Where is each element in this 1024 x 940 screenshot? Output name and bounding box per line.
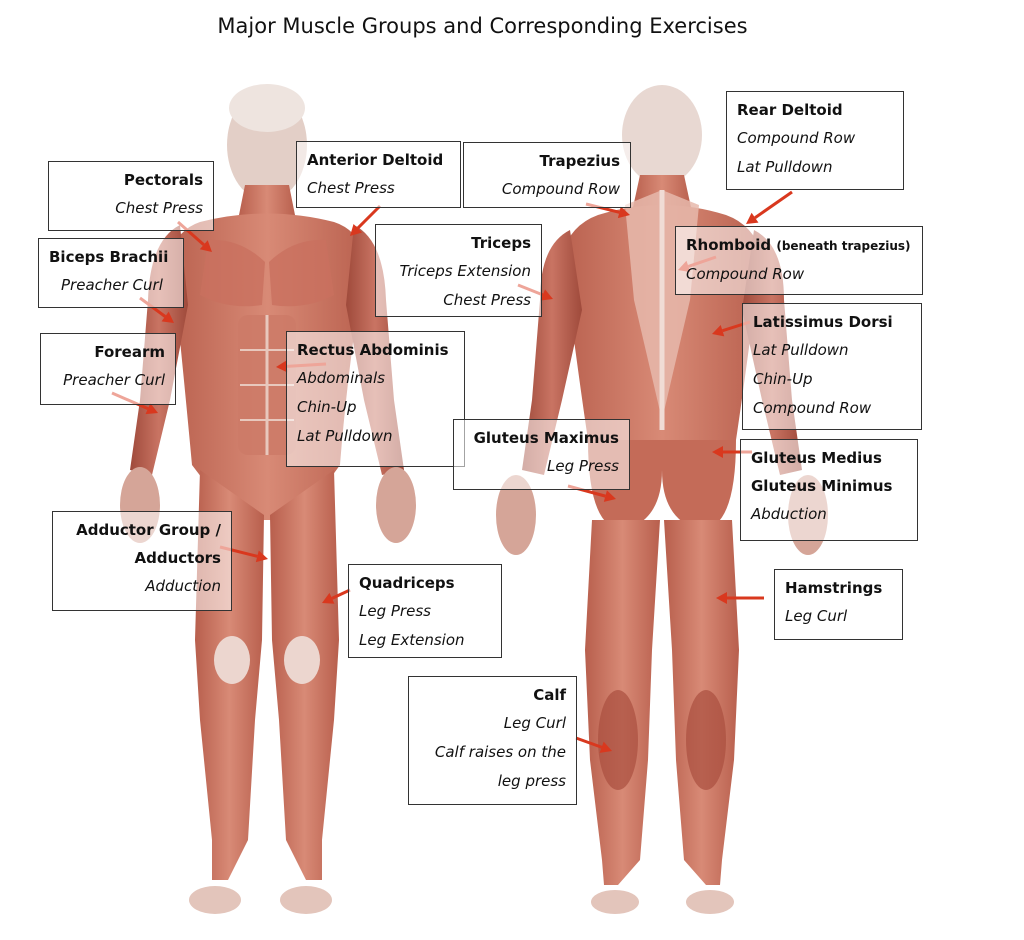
label-name: Rear Deltoid	[737, 101, 843, 119]
label-latissimus: Latissimus Dorsi Lat Pulldown Chin-Up Co…	[742, 303, 922, 430]
page-title: Major Muscle Groups and Corresponding Ex…	[217, 14, 748, 38]
label-name-line: Gluteus Minimus	[751, 477, 893, 495]
label-exercise: Chin-Up	[297, 398, 357, 416]
label-exercise: Chest Press	[443, 291, 531, 309]
label-name: Calf	[533, 686, 566, 704]
label-biceps: Biceps Brachii Preacher Curl	[38, 238, 184, 308]
arrow-rear-deltoid	[746, 190, 793, 224]
arrow-hamstrings	[716, 592, 764, 604]
back-left-arm	[522, 230, 582, 475]
label-name: Gluteus Maximus	[473, 429, 619, 447]
label-exercise: Leg Curl	[785, 607, 848, 625]
label-exercise: Lat Pulldown	[297, 427, 393, 445]
label-exercise: Compound Row	[686, 265, 805, 283]
label-exercise: Preacher Curl	[61, 276, 163, 294]
label-note: (beneath trapezius)	[776, 239, 911, 253]
label-name: Trapezius	[539, 152, 621, 170]
front-neck	[238, 185, 296, 220]
label-name: Rectus Abdominis	[297, 341, 449, 359]
label-pectorals: Pectorals Chest Press	[48, 161, 214, 231]
label-name-row: Rhomboid (beneath trapezius)	[686, 231, 918, 260]
back-head	[622, 85, 702, 185]
front-right-hand	[376, 467, 416, 543]
back-left-hand	[496, 475, 536, 555]
label-exercise: Lat Pulldown	[753, 341, 849, 359]
label-exercise: Leg Extension	[359, 631, 465, 649]
label-exercise: Abduction	[751, 505, 827, 523]
label-name: Biceps Brachii	[49, 248, 169, 266]
label-calf: Calf Leg Curl Calf raises on the leg pre…	[408, 676, 577, 805]
front-left-foot	[189, 886, 241, 914]
arrow-calf	[575, 736, 612, 753]
label-name: Latissimus Dorsi	[753, 313, 893, 331]
front-right-foot	[280, 886, 332, 914]
label-exercise: Triceps Extension	[399, 262, 531, 280]
label-exercise: Leg Press	[547, 457, 619, 475]
label-name: Quadriceps	[359, 574, 455, 592]
label-name: Anterior Deltoid	[307, 151, 444, 169]
label-exercise: Leg Press	[359, 602, 431, 620]
label-exercise: leg press	[497, 772, 566, 790]
label-exercise: Leg Curl	[503, 714, 566, 732]
back-right-foot	[686, 890, 734, 914]
arrow-quadriceps	[322, 588, 351, 604]
arrow-anterior-deltoid	[350, 204, 382, 236]
label-name-line: Gluteus Medius	[751, 449, 882, 467]
label-gluteus-medius: Gluteus Medius Gluteus Minimus Abduction	[740, 439, 918, 541]
label-exercise: Preacher Curl	[63, 371, 165, 389]
label-exercise: Compound Row	[753, 399, 872, 417]
label-name: Rhomboid	[686, 236, 772, 254]
label-exercise: Compound Row	[501, 180, 620, 198]
label-name: Triceps	[471, 234, 531, 252]
label-adductor: Adductor Group / Adductors Adduction	[52, 511, 232, 611]
label-name: Pectorals	[123, 171, 203, 189]
label-exercise: Calf raises on the	[434, 743, 566, 761]
label-rhomboid: Rhomboid (beneath trapezius) Compound Ro…	[675, 226, 923, 295]
label-trapezius: Trapezius Compound Row	[463, 142, 631, 208]
label-name: Hamstrings	[785, 579, 883, 597]
label-name-line: Adductor Group /	[76, 521, 221, 539]
label-exercise: Chest Press	[115, 199, 203, 217]
back-left-foot	[591, 890, 639, 914]
label-rear-deltoid: Rear Deltoid Compound Row Lat Pulldown	[726, 91, 904, 190]
label-gluteus-maximus: Gluteus Maximus Leg Press	[453, 419, 630, 490]
label-name-line: Adductors	[134, 549, 221, 567]
label-anterior-deltoid: Anterior Deltoid Chest Press	[296, 141, 461, 208]
label-exercise: Adduction	[145, 577, 221, 595]
label-quadriceps: Quadriceps Leg Press Leg Extension	[348, 564, 502, 658]
label-exercise: Abdominals	[297, 369, 385, 387]
label-forearm: Forearm Preacher Curl	[40, 333, 176, 405]
label-triceps: Triceps Triceps Extension Chest Press	[375, 224, 542, 317]
label-rectus-abdominis: Rectus Abdominis Abdominals Chin-Up Lat …	[286, 331, 465, 467]
label-exercise: Chin-Up	[753, 370, 813, 388]
label-exercise: Compound Row	[737, 129, 856, 147]
label-hamstrings: Hamstrings Leg Curl	[774, 569, 903, 640]
label-name: Forearm	[94, 343, 165, 361]
label-exercise: Lat Pulldown	[737, 158, 833, 176]
label-exercise: Chest Press	[307, 179, 395, 197]
